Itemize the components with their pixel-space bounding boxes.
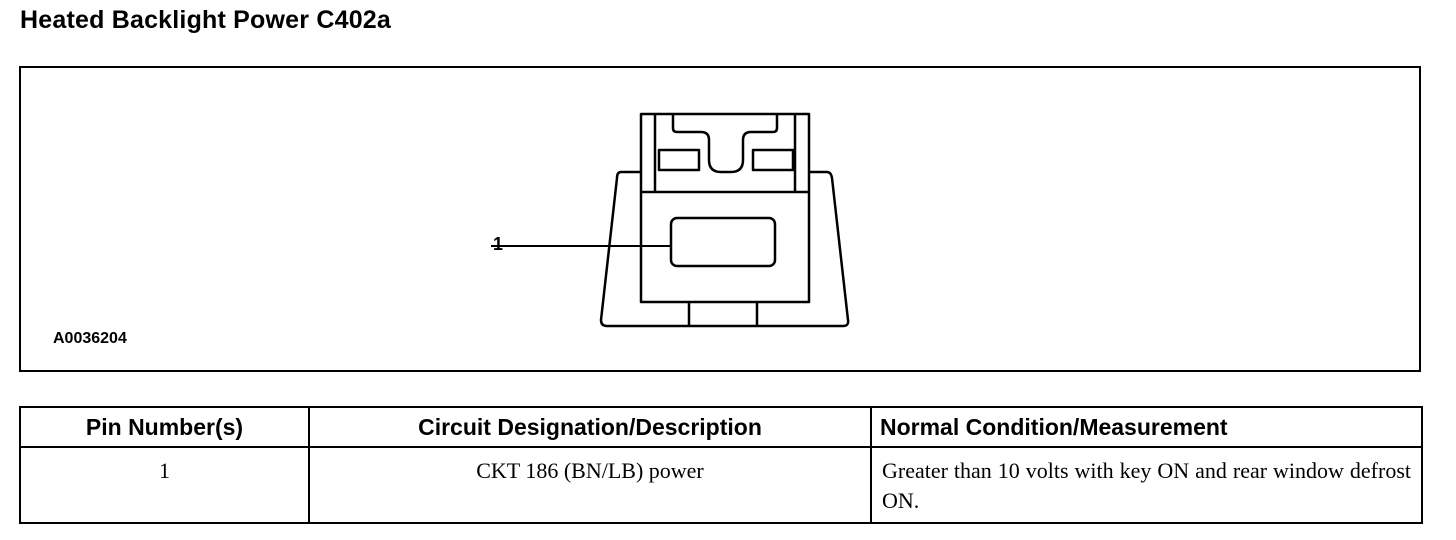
header-normal-condition: Normal Condition/Measurement xyxy=(870,406,1423,448)
header-pin-numbers: Pin Number(s) xyxy=(19,406,310,448)
table-row: 1 CKT 186 (BN/LB) power Greater than 10 … xyxy=(19,446,1423,524)
connector-icon xyxy=(491,112,850,328)
pin-1-callout: 1 xyxy=(493,234,504,254)
condition-cell: Greater than 10 volts with key ON and re… xyxy=(870,446,1423,524)
pin-table: Pin Number(s) Circuit Designation/Descri… xyxy=(19,406,1423,524)
connector-latch xyxy=(653,114,797,192)
connector-figure: 1 A0036204 xyxy=(19,66,1421,372)
page-title: Heated Backlight Power C402a xyxy=(20,6,392,34)
table-header-row: Pin Number(s) Circuit Designation/Descri… xyxy=(19,406,1423,448)
pin-number-cell: 1 xyxy=(19,446,310,524)
pin-1-cavity xyxy=(669,216,777,268)
figure-id: A0036204 xyxy=(53,330,127,347)
header-circuit-designation: Circuit Designation/Description xyxy=(308,406,872,448)
connector-body xyxy=(639,112,811,304)
circuit-cell: CKT 186 (BN/LB) power xyxy=(308,446,872,524)
connector-outer-housing xyxy=(599,170,850,328)
